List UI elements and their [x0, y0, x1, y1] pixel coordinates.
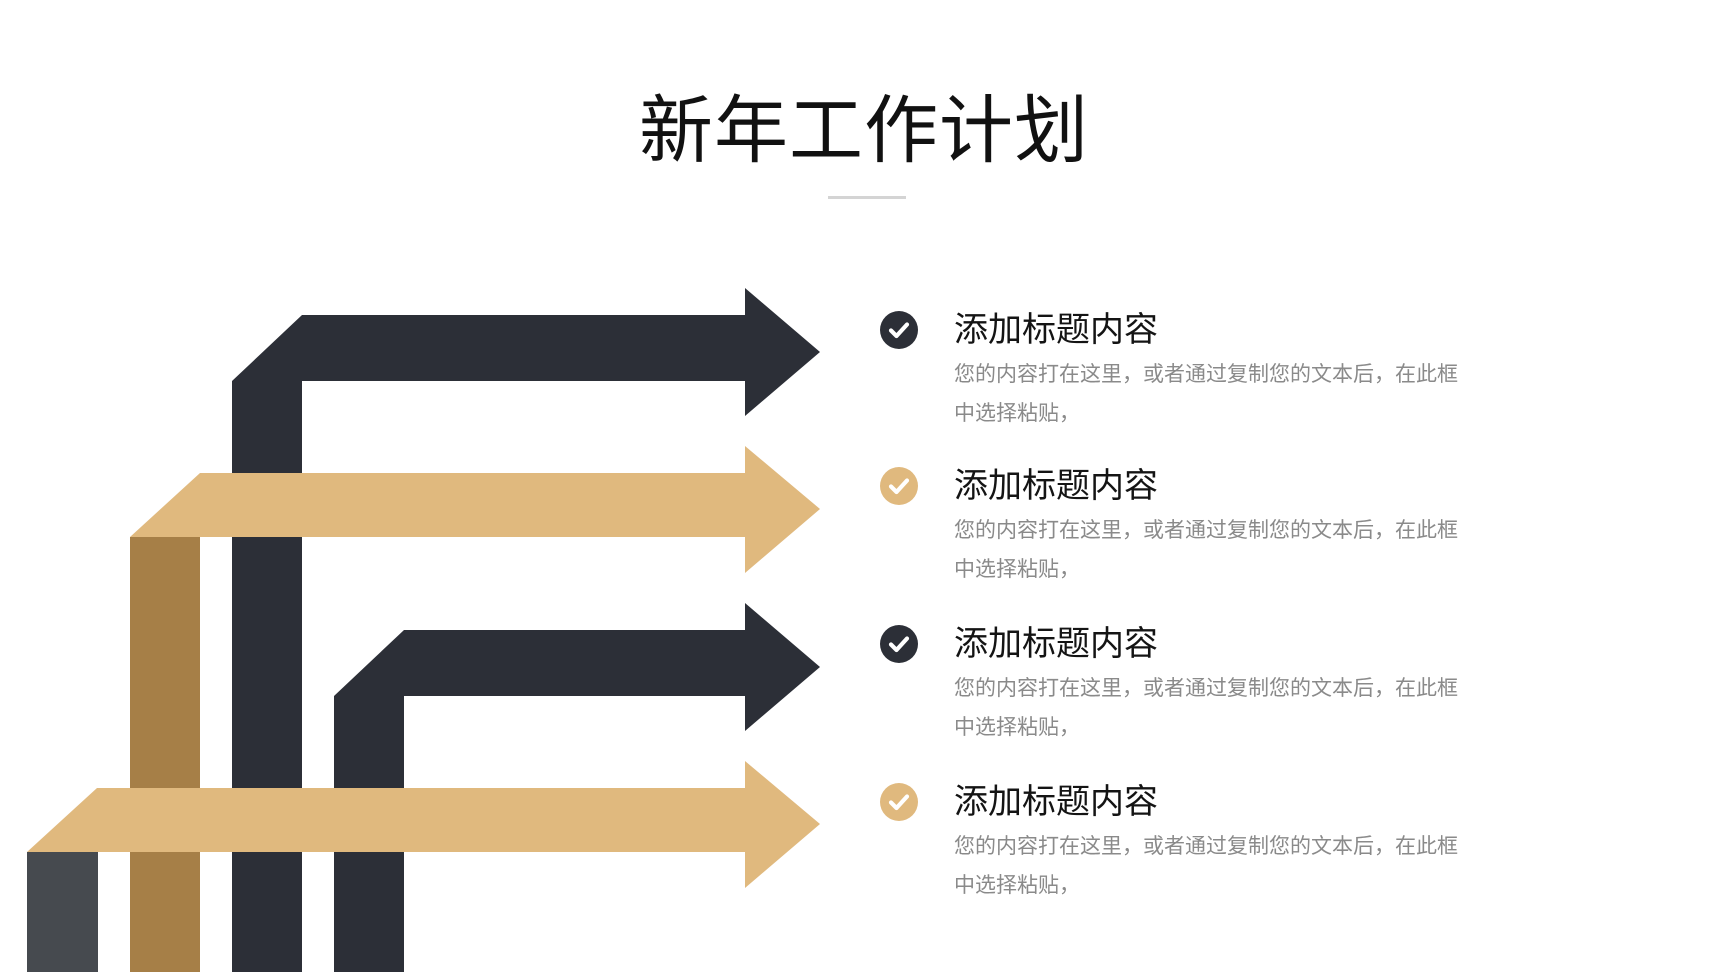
plan-item-3: 添加标题内容 您的内容打在这里，或者通过复制您的文本后，在此框中选择粘贴， [880, 624, 1480, 775]
item-title: 添加标题内容 [954, 310, 1158, 350]
arrow-2-stem [130, 537, 200, 972]
check-icon [880, 783, 918, 821]
item-body: 您的内容打在这里，或者通过复制您的文本后，在此框中选择粘贴， [954, 676, 1458, 739]
item-title: 添加标题内容 [954, 466, 1158, 506]
item-body: 您的内容打在这里，或者通过复制您的文本后，在此框中选择粘贴， [954, 834, 1458, 897]
item-body: 您的内容打在这里，或者通过复制您的文本后，在此框中选择粘贴， [954, 518, 1458, 581]
plan-item-4: 添加标题内容 您的内容打在这里，或者通过复制您的文本后，在此框中选择粘贴， [880, 782, 1480, 933]
check-icon [880, 311, 918, 349]
arrow-1-dark [232, 288, 820, 972]
check-icon [880, 467, 918, 505]
arrow-2-gold [130, 446, 820, 573]
title-divider [828, 196, 906, 199]
plan-item-2: 添加标题内容 您的内容打在这里，或者通过复制您的文本后，在此框中选择粘贴， [880, 466, 1480, 617]
plan-item-1: 添加标题内容 您的内容打在这里，或者通过复制您的文本后，在此框中选择粘贴， [880, 310, 1480, 461]
item-title: 添加标题内容 [954, 782, 1158, 822]
arrow-4-stem [27, 852, 98, 972]
page-title: 新年工作计划 [639, 88, 1089, 174]
item-body: 您的内容打在这里，或者通过复制您的文本后，在此框中选择粘贴， [954, 362, 1458, 425]
arrow-3-dark [334, 603, 820, 972]
check-icon [880, 625, 918, 663]
item-title: 添加标题内容 [954, 624, 1158, 664]
arrow-4-gold [27, 761, 820, 888]
